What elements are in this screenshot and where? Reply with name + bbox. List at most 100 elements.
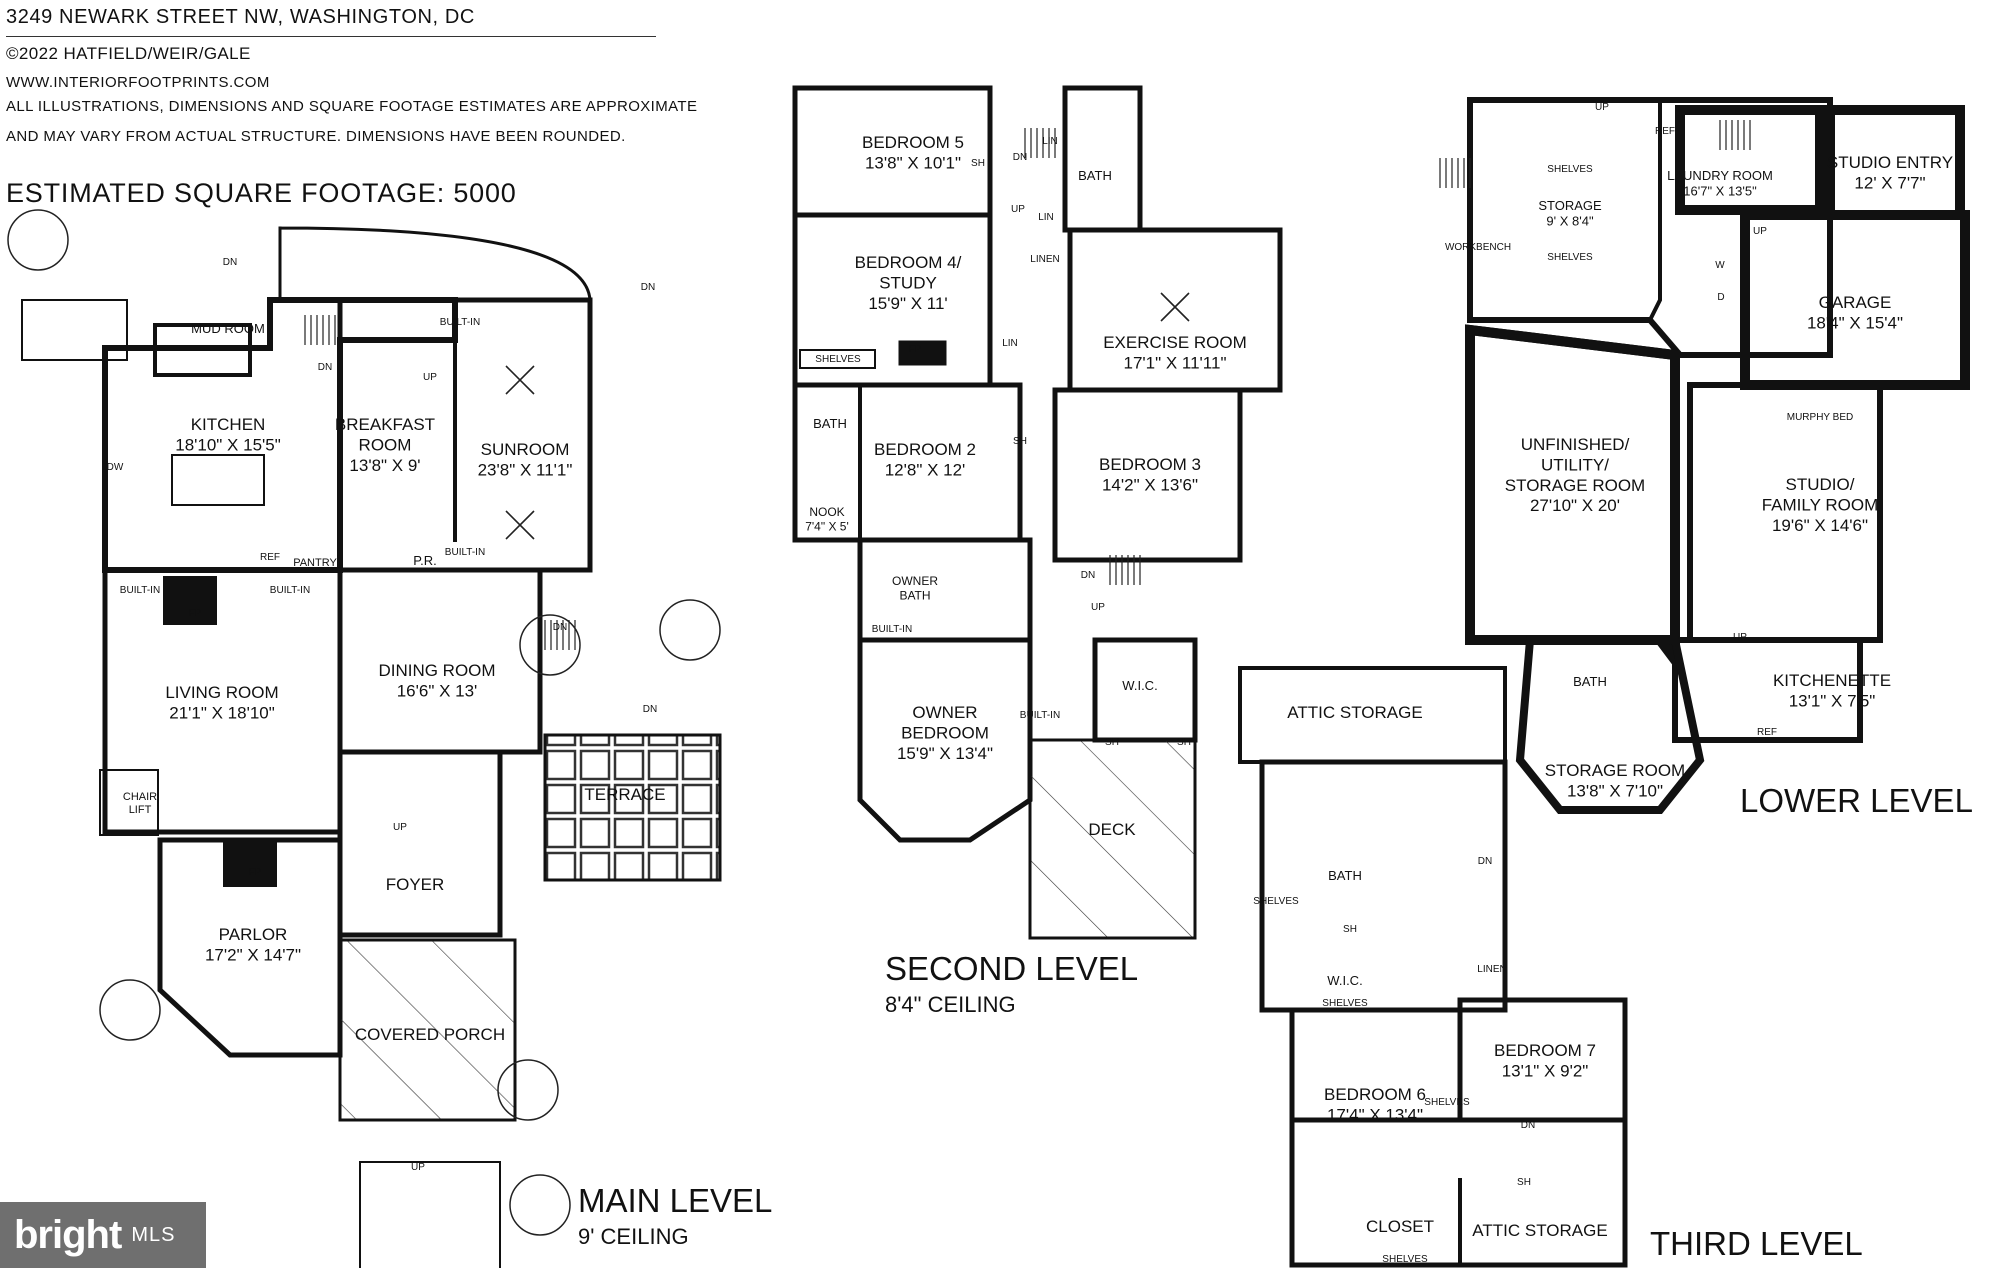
plan-note: BUILT-IN [120, 585, 160, 596]
room-name: BEDROOM 2 [874, 440, 976, 459]
third-upper-walls [1259, 759, 1508, 1013]
room-dimensions: 12' X 7'7" [1854, 173, 1925, 192]
plan-note: SHELVES [815, 354, 861, 365]
plan-note: REF [1655, 126, 1675, 137]
plan-note: BUILT-IN [445, 547, 485, 558]
room-name: STUDY [879, 273, 937, 292]
main-foyer-walls [337, 749, 503, 938]
room-dimensions: 13'1" X 9'2" [1502, 1061, 1589, 1080]
watermark-mls: MLS [131, 1223, 176, 1246]
room-name: STORAGE ROOM [1505, 476, 1645, 495]
mls-watermark: bright MLS [0, 1202, 206, 1268]
plan-note: SHELVES [1253, 896, 1299, 907]
plan-note: SHELVES [1424, 1097, 1470, 1108]
room-dimensions: 13'8" X 7'10" [1567, 781, 1663, 800]
room-name: P.R. [413, 553, 437, 568]
room-name: ROOM [359, 435, 412, 454]
room-name: CHAIR [123, 791, 157, 803]
room-dimensions: 13'1" X 7'5" [1789, 691, 1876, 710]
plan-note: DN [553, 622, 567, 633]
website-link[interactable]: WWW.INTERIORFOOTPRINTS.COM [6, 74, 270, 91]
room-name: ATTIC STORAGE [1472, 1221, 1607, 1240]
room-dimensions: 12'8" X 12' [885, 460, 966, 479]
plan-note: DN [1521, 1120, 1535, 1131]
lower-studio-family-walls [1687, 382, 1883, 643]
room-name: KITCHEN [191, 415, 266, 434]
main-dining-room-walls [337, 567, 543, 755]
level-ceiling: 9' CEILING [578, 1224, 689, 1249]
room-name: BEDROOM 7 [1494, 1041, 1596, 1060]
room-name: DINING ROOM [378, 661, 495, 680]
plan-note: D [1717, 292, 1724, 303]
plan-note: DN [641, 282, 655, 293]
plan-note: SH [1343, 924, 1357, 935]
plan-note: UP [1753, 226, 1767, 237]
plan-note: LIN [1042, 136, 1058, 147]
room-name: OWNER [892, 574, 938, 588]
room-name: BATH [813, 416, 847, 431]
room-name: STORAGE ROOM [1545, 761, 1685, 780]
room-name: LAUNDRY ROOM [1667, 168, 1773, 183]
room-dimensions: 15'9" X 13'4" [897, 744, 993, 763]
lower-garage-walls [1740, 210, 1970, 390]
watermark-brand: bright [14, 1212, 122, 1257]
plan-note: WORKBENCH [1445, 242, 1511, 253]
main-breakfast-sunroom-walls [337, 297, 593, 573]
room-dimensions: 17'1" X 11'11" [1123, 353, 1226, 372]
tree-icon [99, 979, 161, 1041]
plan-note: UP [411, 1162, 425, 1173]
ceiling-fan-icon [1160, 292, 1190, 322]
plan-note: UP [1733, 632, 1747, 643]
room-name: STORAGE [1538, 198, 1602, 213]
plan-note: MURPHY BED [1787, 412, 1854, 423]
tree-icon [519, 614, 581, 676]
room-name: FAMILY ROOM [1762, 495, 1879, 514]
second-bath-walls [1062, 85, 1143, 233]
plan-note: LIN [1002, 338, 1018, 349]
room-name: KITCHENETTE [1773, 671, 1891, 690]
plan-note: LIN [1038, 212, 1054, 223]
room-name: BATH [1078, 168, 1112, 183]
plan-note: FP [189, 608, 202, 619]
room-name: BEDROOM 3 [1099, 455, 1201, 474]
plan-note: FP [909, 344, 922, 355]
room-name: PARLOR [219, 925, 288, 944]
room-dimensions: 13'8" X 10'1" [865, 153, 961, 172]
tree-icon [659, 599, 721, 661]
level-ceiling: 8'4" CEILING [885, 992, 1016, 1017]
room-name: COVERED PORCH [355, 1025, 505, 1044]
main-sunroom-curve [278, 226, 592, 302]
copyright-text: ©2022 HATFIELD/WEIR/GALE [6, 44, 251, 63]
ceiling-fan-icon [505, 510, 535, 540]
plan-note: REF [1757, 727, 1777, 738]
second-shelves [799, 349, 876, 369]
room-dimensions: 21'1" X 18'10" [169, 703, 275, 722]
header-rule [6, 36, 656, 37]
lower-kitchenette-walls [1672, 637, 1863, 743]
room-name: STUDIO/ [1786, 475, 1855, 494]
room-name: CLOSET [1366, 1217, 1434, 1236]
plan-note: UP [1091, 602, 1105, 613]
room-name: BATH [1328, 868, 1362, 883]
main-side-steps [21, 299, 128, 361]
plan-note: DN [1081, 570, 1095, 581]
room-name: BEDROOM 4/ [855, 253, 962, 272]
room-dimensions: 18'10" X 15'5" [175, 435, 281, 454]
room-dimensions: 9' X 8'4" [1546, 214, 1594, 229]
plan-note: SH [1517, 1177, 1531, 1188]
plan-note: UP [1011, 204, 1025, 215]
plan-note: SHELVES [1547, 164, 1593, 175]
plan-note: UP [423, 372, 437, 383]
room-name: LIVING ROOM [165, 683, 278, 702]
plan-note: SH [1177, 737, 1191, 748]
room-dimensions: 16'7" X 13'5" [1683, 184, 1757, 199]
plan-note: LINEN [1030, 254, 1059, 265]
plan-note: DN [643, 704, 657, 715]
plan-note: REF [260, 552, 280, 563]
plan-note: BUILT-IN [270, 585, 310, 596]
main-parlor-walls [157, 837, 343, 1058]
second-bedroom3-walls [1052, 387, 1243, 563]
plan-note: BUILT-IN [872, 624, 912, 635]
room-name: ATTIC STORAGE [1287, 703, 1422, 722]
